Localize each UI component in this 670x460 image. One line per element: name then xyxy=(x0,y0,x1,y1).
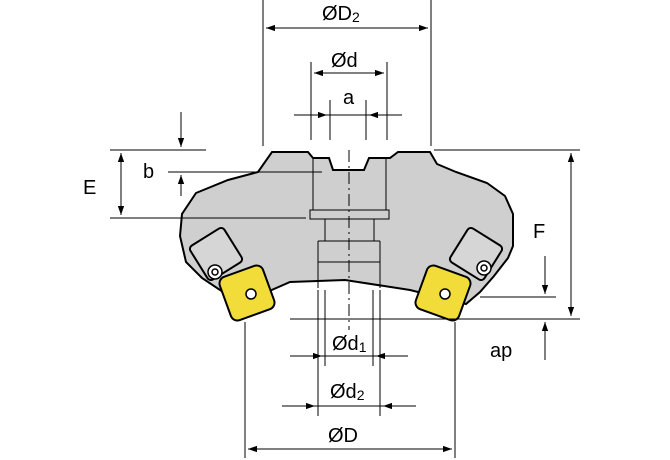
label-d: Ød xyxy=(331,50,358,72)
right-insert xyxy=(414,226,504,322)
label-d1: Ød1 xyxy=(332,333,367,355)
dimension-D2: ØD2 xyxy=(262,0,432,146)
label-D2: ØD2 xyxy=(322,3,360,25)
label-d2: Ød2 xyxy=(330,381,365,403)
label-a: a xyxy=(343,87,355,109)
dimension-F: F xyxy=(434,149,580,320)
dimension-E: E xyxy=(83,149,306,219)
label-ap: ap xyxy=(490,340,512,362)
dimension-a: a xyxy=(294,87,402,140)
label-b: b xyxy=(143,161,154,183)
label-D: ØD xyxy=(328,425,358,447)
label-F: F xyxy=(533,221,545,243)
dimension-b: b xyxy=(143,112,322,196)
dimension-D: ØD xyxy=(244,322,456,458)
left-insert xyxy=(188,226,276,322)
dimension-d2: Ød2 xyxy=(282,290,416,416)
dimension-d1: Ød1 xyxy=(290,290,408,366)
label-E: E xyxy=(83,177,96,199)
dimension-d: Ød xyxy=(310,50,388,140)
